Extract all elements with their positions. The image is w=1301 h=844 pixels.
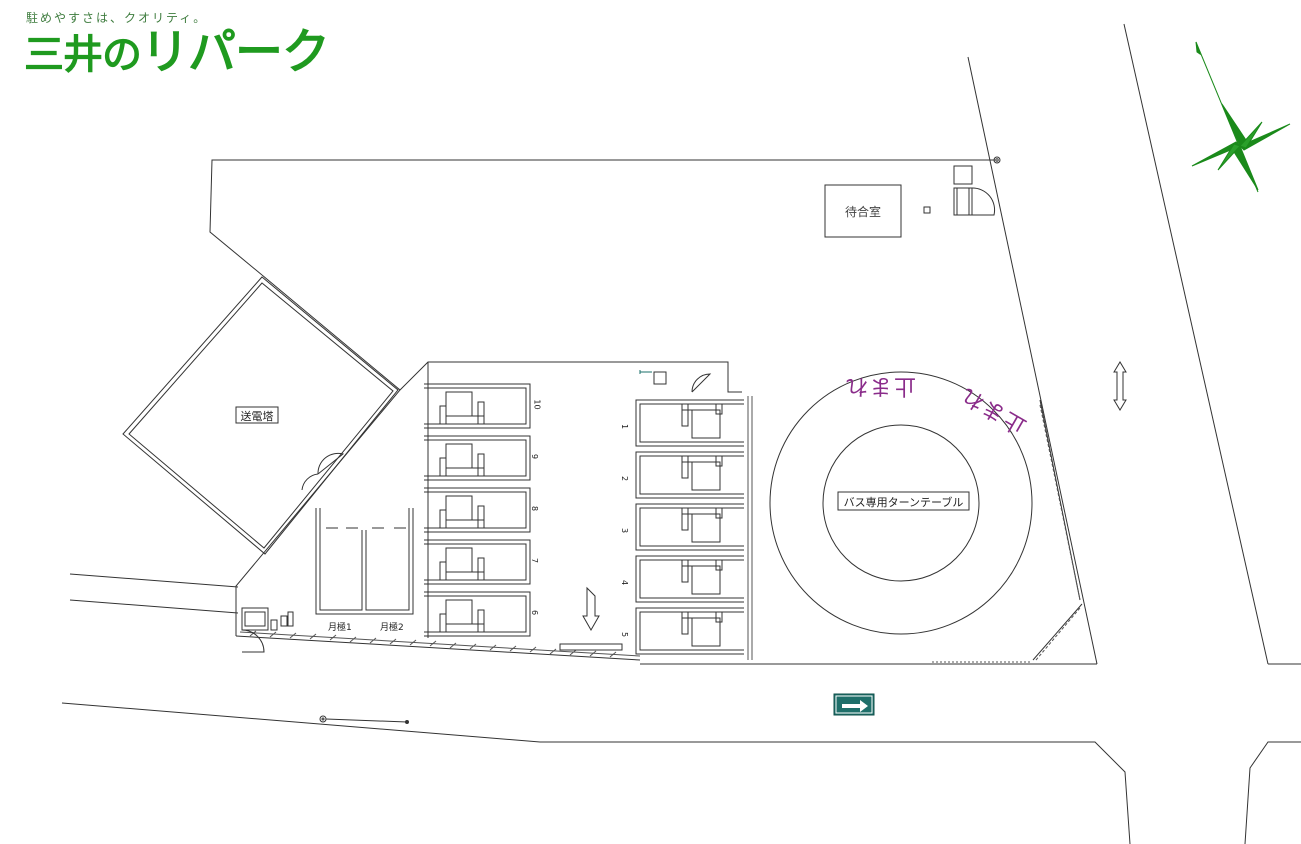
parking-space[interactable] <box>424 383 531 429</box>
space-number: 1 <box>620 423 630 430</box>
waiting-room-marker <box>923 206 931 214</box>
parking-space[interactable] <box>424 487 531 533</box>
logo[interactable]: 三井のリパーク <box>24 24 330 81</box>
space-number: 5 <box>620 631 630 638</box>
bus-turntable <box>769 371 1033 635</box>
space-number: 8 <box>530 505 540 512</box>
curb-stop <box>559 643 623 651</box>
tower-label-box <box>235 406 279 424</box>
space-number: 4 <box>620 579 630 586</box>
turntable-label: バス専用ターンテーブル <box>843 496 964 509</box>
space-number: 2 <box>620 475 630 482</box>
boundary-hatching <box>239 396 1081 663</box>
transmission-tower-area <box>122 276 399 555</box>
parking-space[interactable] <box>635 451 744 499</box>
gate-equipment <box>241 607 294 653</box>
parking-block-left <box>399 361 742 638</box>
stop-marking-top: 止まれ <box>844 373 917 398</box>
pavement-arrow <box>582 586 600 632</box>
waiting-room-label: 待合室 <box>844 205 881 219</box>
waiting-room[interactable] <box>824 184 902 238</box>
equipment-box <box>653 371 667 385</box>
parking-space[interactable] <box>635 607 744 655</box>
space-number: 9 <box>530 453 540 460</box>
parking-space[interactable] <box>635 555 744 603</box>
road-lines <box>61 23 1301 844</box>
parking-spaces-left <box>424 383 531 637</box>
sign-marker <box>639 370 652 374</box>
parking-space[interactable] <box>424 591 531 637</box>
transmission-tower-label: 送電塔 <box>240 410 274 423</box>
kiosk <box>953 165 996 216</box>
two-way-arrow <box>1113 361 1127 411</box>
monthly-parking <box>315 508 414 615</box>
north-arrow-icon <box>1191 41 1291 193</box>
parking-space[interactable] <box>424 539 531 585</box>
monthly-2-label: 月極2 <box>380 623 404 633</box>
logo-prefix: 三井の <box>24 32 142 78</box>
logo-main: リパーク <box>141 24 330 80</box>
door-swing <box>691 373 712 393</box>
space-number: 7 <box>530 557 540 564</box>
space-number: 6 <box>530 609 540 616</box>
parking-space[interactable] <box>635 503 744 551</box>
turntable-label-box <box>837 491 970 511</box>
logo-tagline: 駐めやすさは、クオリティ。 <box>26 11 208 25</box>
parking-space[interactable] <box>635 399 744 447</box>
one-way-arrow-sign <box>833 693 875 716</box>
parking-spaces-right <box>635 399 744 655</box>
space-number: 10 <box>532 399 542 410</box>
survey-point <box>993 156 1001 164</box>
monthly-1-label: 月極1 <box>328 623 352 633</box>
bottom-survey-line <box>319 715 409 724</box>
parking-space[interactable] <box>424 435 531 481</box>
space-number: 3 <box>620 527 630 534</box>
